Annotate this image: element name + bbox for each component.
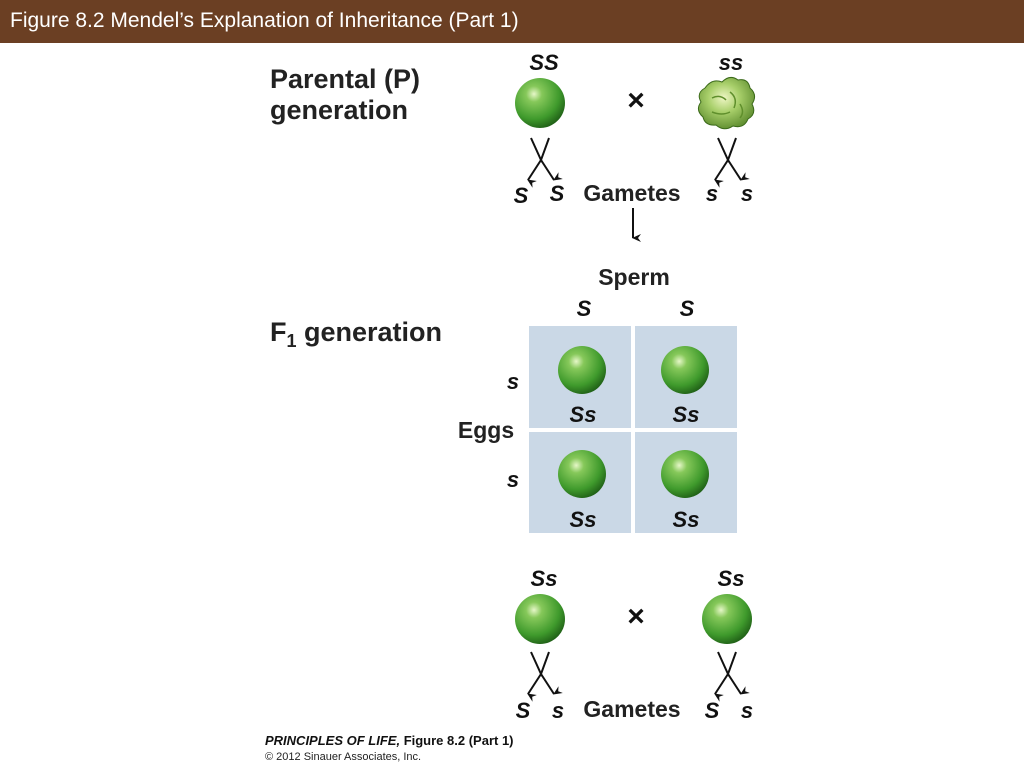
parent-right-genotype: ss — [719, 50, 743, 75]
f1-gamete-allele: s — [741, 698, 753, 723]
sperm-label: Sperm — [598, 264, 670, 290]
parental-label-line1: Parental (P) — [270, 64, 420, 94]
f1-right-gamete-arrows — [714, 651, 750, 702]
parental-label-line2: generation — [270, 95, 408, 125]
f1-left-genotype: Ss — [531, 566, 558, 591]
punnett-cell-genotype: Ss — [570, 402, 597, 427]
parental-cross-icon: × — [627, 84, 645, 117]
egg-allele: s — [507, 369, 519, 394]
eggs-label: Eggs — [458, 417, 514, 443]
f1-left-gamete-arrows — [527, 651, 563, 702]
punnett-cell-genotype: Ss — [673, 402, 700, 427]
f1-right-genotype: Ss — [718, 566, 745, 591]
parental-gamete-allele: s — [706, 181, 718, 206]
smooth-pea-icon — [558, 346, 606, 394]
parental-right-gamete-arrows — [714, 137, 750, 188]
f1-cross-icon: × — [627, 600, 645, 633]
figure-title: Figure 8.2 Mendel’s Explanation of Inher… — [10, 9, 519, 32]
smooth-pea-icon — [661, 346, 709, 394]
parental-gamete-allele: S — [514, 183, 529, 208]
f1-gamete-allele: S — [516, 698, 531, 723]
punnett-cell-genotype: Ss — [673, 507, 700, 532]
title-bar: Figure 8.2 Mendel’s Explanation of Inher… — [0, 0, 1024, 43]
punnett-cell-genotype: Ss — [570, 507, 597, 532]
f1-gamete-allele: s — [552, 698, 564, 723]
parental-gamete-allele: s — [741, 181, 753, 206]
smooth-pea-icon — [661, 450, 709, 498]
wrinkled-pea-texture — [711, 91, 744, 119]
f1-gametes-label: Gametes — [583, 696, 680, 722]
parental-gametes-label: Gametes — [583, 180, 680, 206]
punnett-square: Ss Ss Ss Ss — [529, 326, 737, 533]
smooth-pea-icon — [515, 78, 565, 128]
smooth-pea-icon — [702, 594, 752, 644]
smooth-pea-icon — [558, 450, 606, 498]
parent-left-genotype: SS — [529, 50, 559, 75]
wrinkled-pea-icon — [697, 76, 756, 130]
smooth-pea-icon — [515, 594, 565, 644]
sperm-allele: S — [680, 296, 695, 321]
parental-gamete-allele: S — [550, 181, 565, 206]
parental-left-gamete-arrows — [527, 137, 563, 188]
sperm-allele: S — [577, 296, 592, 321]
egg-allele: s — [507, 467, 519, 492]
f1-label: F1 generation — [270, 317, 442, 351]
copyright-notice: © 2012 Sinauer Associates, Inc. — [265, 751, 422, 763]
f1-gamete-allele: S — [705, 698, 720, 723]
figure-credit: PRINCIPLES OF LIFE, Figure 8.2 (Part 1) — [265, 733, 514, 748]
